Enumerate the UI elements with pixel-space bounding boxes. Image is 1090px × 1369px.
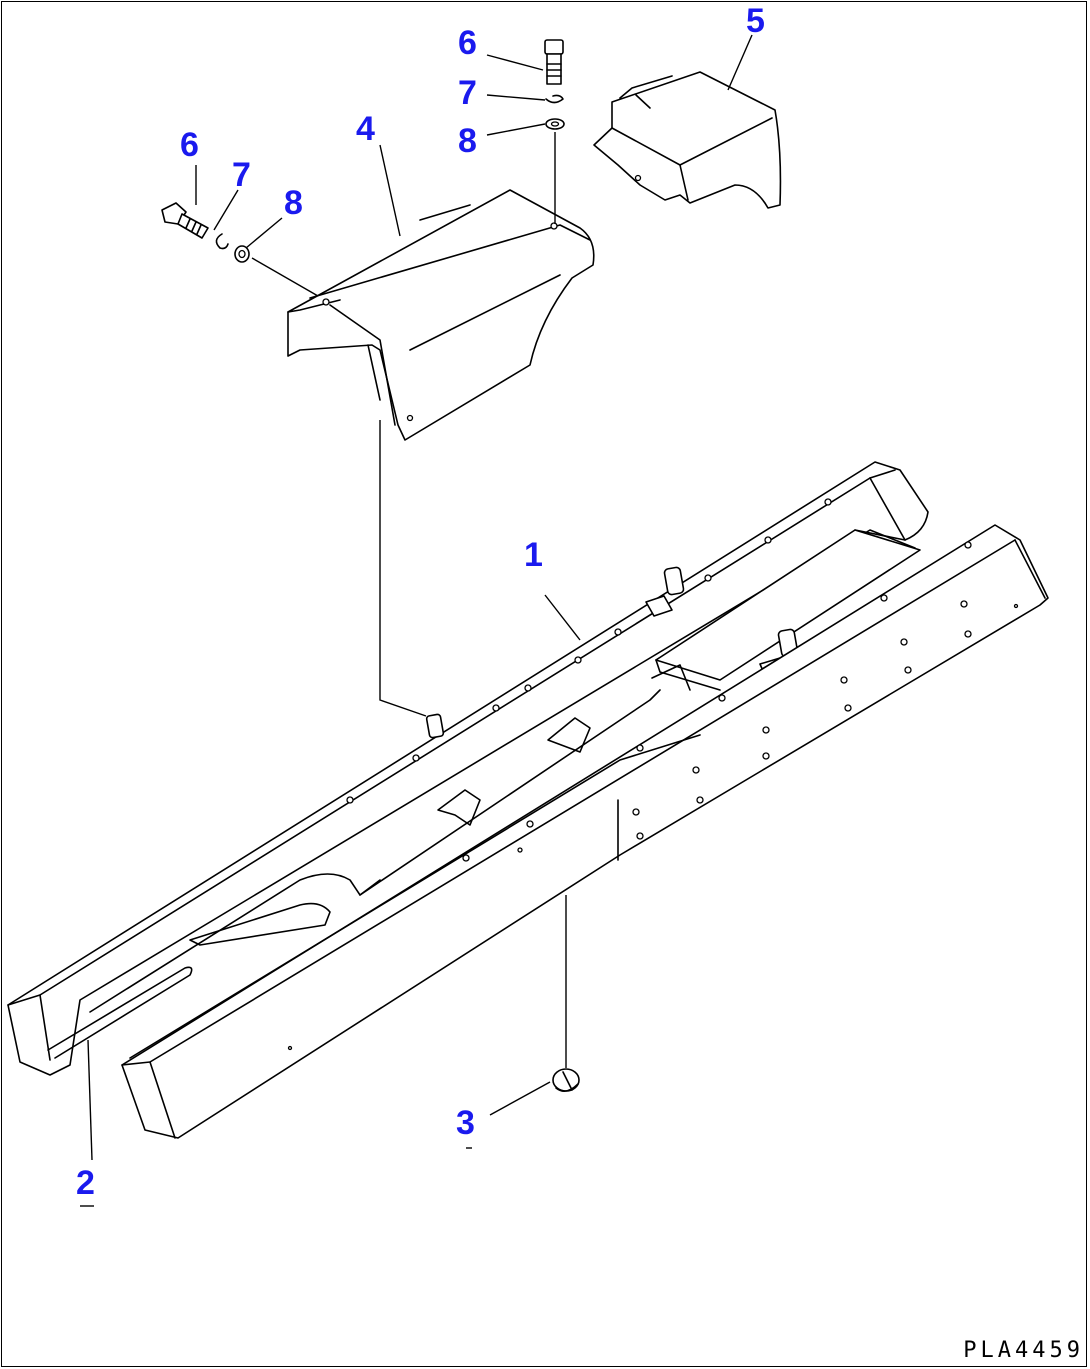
bolt-6-right [544, 39, 564, 85]
spring-washer-7-right [545, 94, 564, 104]
part-3-plug [552, 1068, 580, 1092]
callout-1: 1 [524, 536, 543, 574]
callout-7-right: 7 [458, 74, 477, 112]
callout-6-left: 6 [180, 126, 199, 164]
callout-2: 2 [76, 1164, 95, 1202]
callout-4: 4 [356, 110, 375, 148]
callout-5: 5 [746, 2, 765, 40]
washer-8-left [234, 245, 250, 263]
part-5-rear-cover [593, 71, 782, 209]
leader-lines [87, 34, 753, 1161]
spring-washer-7-left [215, 233, 229, 250]
callout-6-right: 6 [458, 24, 477, 62]
part-1-track-frame [7, 461, 929, 1076]
right-rail [121, 524, 1049, 1139]
callout-3: 3 [456, 1104, 475, 1142]
callouts: 1 2 3 4 5 6 7 8 6 7 8 [76, 2, 765, 1207]
part-4-front-cover [287, 189, 595, 441]
callout-8-left: 8 [284, 184, 303, 222]
bolt-6-left [161, 202, 209, 239]
callout-8-right: 8 [458, 122, 477, 160]
washer-8-right [545, 118, 565, 130]
callout-7-left: 7 [232, 156, 251, 194]
drawing-code: PLA4459 [963, 1338, 1084, 1363]
